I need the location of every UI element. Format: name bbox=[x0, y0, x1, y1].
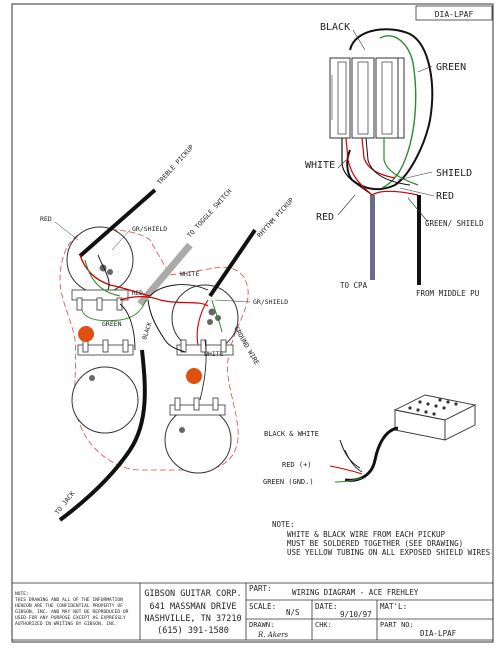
label-red-plus: RED (+) bbox=[282, 461, 312, 469]
label-green: GREEN bbox=[436, 62, 466, 73]
note-label: NOTE: bbox=[272, 520, 295, 529]
from-middle-wire bbox=[417, 195, 421, 285]
label-to-cpa: TO CPA bbox=[340, 281, 368, 290]
pot-tone-rhythm bbox=[164, 406, 232, 474]
label-treble-pickup: TREBLE PICKUP bbox=[156, 143, 196, 186]
partno-label: PART NO: bbox=[380, 621, 414, 629]
label-from-middle: FROM MIDDLE PU bbox=[416, 289, 479, 298]
label-red-2: RED bbox=[132, 290, 143, 297]
sheet-border bbox=[11, 3, 494, 643]
date-value: 9/10/97 bbox=[340, 610, 372, 619]
label-rhythm-pickup: RHYTHM PICKUP bbox=[256, 196, 296, 239]
disclaimer-label: NOTE: bbox=[15, 591, 29, 597]
pot-tone-treble bbox=[71, 366, 139, 434]
matl-label: MAT'L: bbox=[380, 602, 407, 611]
note-line-3: USE YELLOW TUBING ON ALL EXPOSED SHIELD … bbox=[287, 548, 491, 557]
disclaimer-4: USED FOR ANY PURPOSE EXCEPT AS EXPRESSLY bbox=[15, 615, 126, 621]
company-city: NASHVILLE, TN 37210 bbox=[144, 614, 241, 624]
to-cpa-wire bbox=[370, 195, 375, 280]
capacitor-treble bbox=[78, 326, 94, 342]
date-label: DATE: bbox=[315, 602, 338, 611]
disclaimer-5: AUTHORIZED IN WRITING BY GIBSON, INC. bbox=[15, 621, 117, 627]
label-to-toggle: TO TOGGLE SWITCH bbox=[186, 187, 234, 239]
note-line-2: MUST BE SOLDERED TOGETHER (SEE DRAWING) bbox=[287, 539, 463, 548]
title-block bbox=[11, 582, 494, 641]
drawn-label: DRAWN: bbox=[249, 621, 274, 629]
label-black: BLACK bbox=[320, 22, 350, 33]
capacitor-rhythm bbox=[186, 368, 202, 384]
scale-value: N/S bbox=[286, 608, 300, 617]
label-shield: SHIELD bbox=[436, 168, 472, 179]
label-red: RED bbox=[436, 191, 454, 202]
disclaimer-3: GIBSON, INC. AND MAY NOT BE REPRODUCED O… bbox=[15, 609, 129, 615]
label-black-wiring: BLACK bbox=[141, 321, 153, 341]
note-line-1: WHITE & BLACK WIRE FROM EACH PICKUP bbox=[287, 530, 446, 539]
drawn-signature: R. Akers bbox=[257, 631, 289, 639]
partno-value: DIA-LPAF bbox=[420, 629, 457, 638]
label-green-wiring: GREEN bbox=[102, 320, 122, 328]
doc-id-box bbox=[415, 5, 493, 21]
part-label: PART: bbox=[249, 584, 272, 593]
company-name: GIBSON GUITAR CORP. bbox=[144, 589, 241, 599]
label-green-gnd: GREEN (GND.) bbox=[263, 478, 314, 486]
doc-id: DIA-LPAF bbox=[435, 10, 474, 19]
cavity-outline bbox=[59, 229, 249, 471]
label-gr-shield-1: GR/SHIELD bbox=[132, 225, 167, 233]
label-white-2: WHITE bbox=[204, 350, 224, 358]
company-address: 641 MASSMAN DRIVE bbox=[150, 602, 237, 612]
humbucker-pickup-top bbox=[329, 57, 405, 139]
jack-cable bbox=[58, 349, 147, 522]
label-white-1: WHITE bbox=[180, 270, 200, 278]
part-value: WIRING DIAGRAM - ACE FREHLEY bbox=[292, 588, 419, 597]
disclaimer-1: THIS DRAWING AND ALL OF THE INFORMATION bbox=[15, 597, 123, 603]
label-red-left: RED bbox=[316, 212, 334, 223]
rhythm-pickup-cable bbox=[208, 228, 257, 298]
label-ground-wire: GROUND WIRE bbox=[232, 325, 260, 366]
scale-label: SCALE: bbox=[249, 602, 276, 611]
label-black-white: BLACK & WHITE bbox=[264, 430, 319, 438]
label-gr-shield-2: GR/SHIELD bbox=[253, 298, 288, 306]
toggle-cable bbox=[137, 242, 193, 307]
company-phone: (615) 391-1580 bbox=[157, 626, 229, 636]
disclaimer-2: HEREON ARE THE CONFIDENTIAL PROPERTY OF bbox=[15, 603, 123, 609]
humbucker-pickup-small bbox=[393, 394, 477, 441]
treble-pickup-cable bbox=[78, 188, 157, 258]
chk-label: CHK: bbox=[315, 621, 332, 629]
label-green-shield: GREEN/ SHIELD bbox=[425, 219, 484, 228]
label-white: WHITE bbox=[305, 160, 335, 171]
label-red-wiring: RED bbox=[40, 215, 52, 223]
